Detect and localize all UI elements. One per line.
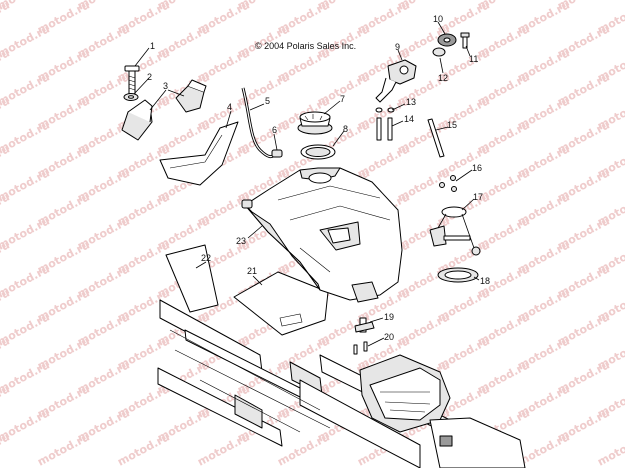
part-19-bracket — [354, 317, 375, 333]
part-8-ring — [300, 144, 336, 160]
part-15-rod — [427, 118, 445, 158]
callout-9: 9 — [395, 42, 400, 52]
callout-2: 2 — [147, 72, 152, 82]
callout-numbers: 1 2 3 4 5 6 7 8 9 10 11 12 13 14 15 16 1… — [147, 14, 490, 342]
part-17-fuel-sender — [429, 206, 481, 256]
copyright-notice: © 2004 Polaris Sales Inc. — [255, 41, 357, 51]
callout-5: 5 — [265, 96, 270, 106]
callout-18: 18 — [480, 276, 490, 286]
chassis-frame — [157, 299, 526, 468]
callout-12: 12 — [438, 73, 448, 83]
callout-10: 10 — [433, 14, 443, 24]
callout-4: 4 — [227, 102, 232, 112]
part-3-brackets — [121, 79, 207, 141]
callout-17: 17 — [473, 192, 483, 202]
part-6-clamp — [271, 149, 283, 158]
part-1-bolt — [124, 65, 140, 95]
part-14-tubes — [376, 117, 393, 141]
part-2-washer — [123, 93, 139, 101]
part-20-fasteners — [353, 341, 368, 355]
part-12-gasket — [432, 47, 446, 57]
leader-lines — [133, 21, 480, 347]
watermark-text: motod.ru — [195, 430, 252, 468]
part-11-screw — [460, 32, 470, 49]
callout-20: 20 — [384, 332, 394, 342]
part-23-fuel-tank — [241, 167, 403, 303]
callout-21: 21 — [247, 266, 257, 276]
watermark-text: motod.ru — [275, 430, 332, 468]
part-18-gasket — [437, 267, 479, 283]
part-16-screws — [439, 175, 457, 192]
callout-11: 11 — [469, 54, 478, 64]
callout-7: 7 — [340, 94, 345, 104]
watermark-text: motod.ru — [115, 430, 172, 468]
watermark-text: motod.ru — [35, 430, 92, 468]
callout-16: 16 — [472, 163, 482, 173]
callout-23: 23 — [236, 236, 246, 246]
callout-14: 14 — [404, 114, 414, 124]
part-21-plate — [233, 271, 329, 336]
callout-3: 3 — [163, 81, 168, 91]
part-10-disc — [437, 33, 457, 47]
callout-15: 15 — [447, 120, 457, 130]
callout-19: 19 — [384, 312, 394, 322]
part-9-valve — [375, 59, 417, 103]
part-4-pad — [159, 121, 239, 186]
part-13-fitting — [375, 107, 395, 113]
callout-6: 6 — [272, 125, 277, 135]
callout-22: 22 — [201, 253, 211, 263]
watermark-text: motod.ru — [595, 430, 625, 468]
callout-13: 13 — [406, 97, 416, 107]
callout-8: 8 — [343, 124, 348, 134]
part-7-fuel-cap — [297, 111, 333, 135]
part-22-pad — [165, 244, 219, 313]
callout-1: 1 — [150, 41, 155, 51]
